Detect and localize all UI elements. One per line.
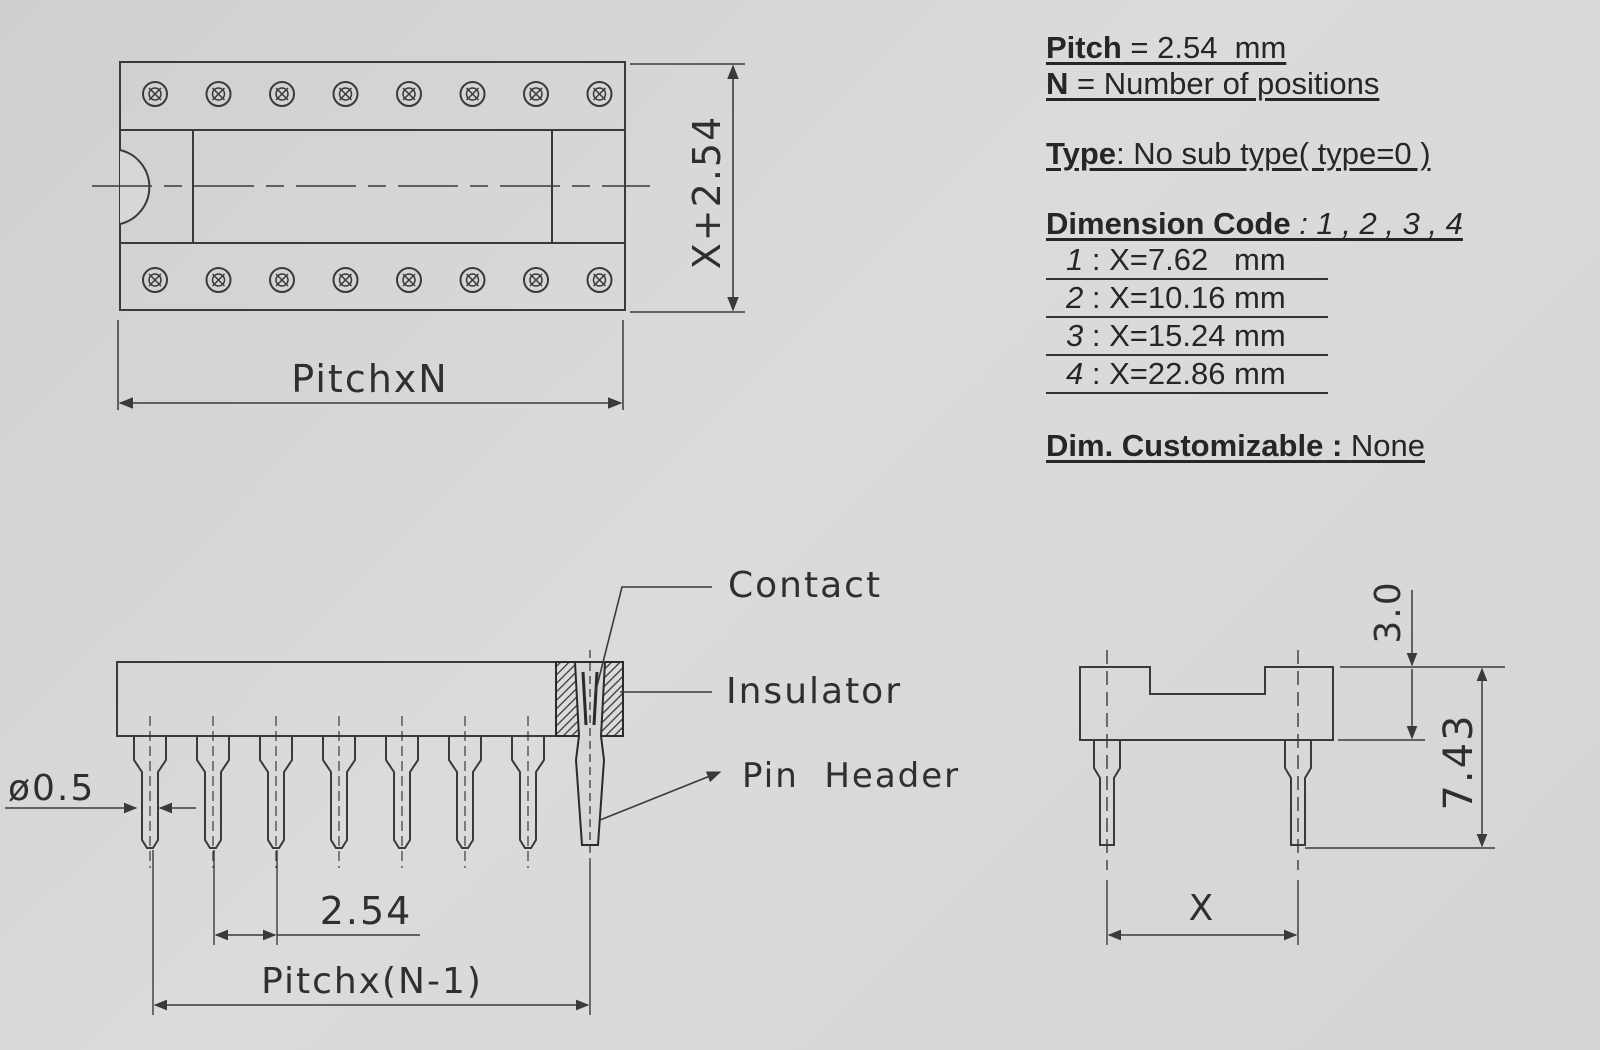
dimension-option-number: 2 <box>1066 280 1084 315</box>
top-view <box>92 61 745 410</box>
contact-hole <box>205 81 232 107</box>
side-view <box>5 586 722 1015</box>
type-row: Type: No sub type( type=0 ) <box>1046 136 1566 172</box>
insulator-body <box>116 661 624 737</box>
pitch-2-54-label: 2.54 <box>320 889 413 933</box>
orientation-notch <box>119 149 151 225</box>
contact-hole <box>586 81 613 107</box>
contact-hole <box>205 267 232 293</box>
pitch-n-minus-1-label: Pitchx(N-1) <box>261 961 483 1002</box>
spec-panel: Pitch = 2.54 mm N = Number of positions … <box>1046 30 1566 464</box>
pin <box>511 716 545 868</box>
customizable-label: Dim. Customizable <box>1046 428 1324 463</box>
insulator-label: Insulator <box>726 671 902 712</box>
contact-holes-top-row <box>142 81 613 107</box>
pitch-value: = 2.54 mm <box>1121 30 1287 65</box>
pin <box>385 716 419 868</box>
contact-holes-bottom-row <box>142 267 613 293</box>
contact-hole <box>142 81 168 107</box>
dimension-option-text: : X=10.16 mm <box>1083 280 1286 315</box>
pin <box>322 716 356 868</box>
n-label: N <box>1046 66 1069 101</box>
pin <box>133 716 167 868</box>
contact-leader <box>595 586 712 691</box>
end-pin-right <box>1284 740 1312 846</box>
dimension-option-text: : X=22.86 mm <box>1083 356 1286 391</box>
contact-hole <box>459 267 486 293</box>
contact-hole <box>269 267 295 293</box>
n-value: = Number of positions <box>1068 66 1380 101</box>
x-width-label: X <box>1189 888 1216 929</box>
dimension-code-value: : 1 , 2 , 3 , 4 <box>1290 206 1463 241</box>
contact-hole <box>269 81 295 107</box>
pin-header-leader <box>599 771 722 821</box>
dimension-code-row: Dimension Code : 1 , 2 , 3 , 4 <box>1046 206 1566 242</box>
pin <box>196 716 230 868</box>
end-view <box>1079 590 1505 945</box>
dimension-option-number: 1 <box>1066 242 1084 277</box>
dimension-option-number: 4 <box>1066 356 1084 391</box>
x-plus-pitch-label: X+2.54 <box>685 115 729 269</box>
dimension-option-number: 3 <box>1066 318 1084 353</box>
customizable-row: Dim. Customizable : None <box>1046 428 1566 464</box>
dimension-option-1: 1 : X=7.62 mm <box>1046 242 1328 280</box>
pitch-x-n-label: PitchxN <box>291 357 448 401</box>
pitch-label: Pitch <box>1046 30 1122 65</box>
contact-hole <box>523 81 549 107</box>
contact-hole <box>142 267 168 293</box>
end-pin-left <box>1093 740 1121 846</box>
pin <box>259 716 293 868</box>
pin <box>448 716 482 868</box>
pin-row <box>133 716 545 868</box>
pitch-row: Pitch = 2.54 mm <box>1046 30 1566 66</box>
dimension-option-3: 3 : X=15.24 mm <box>1046 318 1328 356</box>
contact-section <box>573 661 607 846</box>
customizable-sep: : <box>1323 428 1351 463</box>
diameter-label: ø0.5 <box>8 768 95 809</box>
type-value: : No sub type( type=0 ) <box>1116 136 1431 171</box>
pin-header-label: Pin Header <box>742 756 960 796</box>
dimension-option-text: : X=15.24 mm <box>1083 318 1286 353</box>
end-body <box>1079 666 1334 741</box>
contact-hole <box>586 267 613 293</box>
contact-hole <box>396 267 422 293</box>
height-7-43-label: 7.43 <box>1436 713 1482 810</box>
contact-hole <box>332 81 359 107</box>
type-label: Type <box>1046 136 1117 171</box>
n-row: N = Number of positions <box>1046 66 1566 102</box>
contact-hole <box>332 267 359 293</box>
contact-hole <box>459 81 486 107</box>
dimension-option-4: 4 : X=22.86 mm <box>1046 356 1328 394</box>
dimension-code-label: Dimension Code <box>1046 206 1291 241</box>
customizable-value: None <box>1350 428 1425 463</box>
contact-label: Contact <box>728 565 882 606</box>
contact-hole <box>396 81 422 107</box>
height-3-0-label: 3.0 <box>1368 580 1409 643</box>
contact-hole <box>523 267 549 293</box>
dimension-option-2: 2 : X=10.16 mm <box>1046 280 1328 318</box>
dimension-option-text: : X=7.62 mm <box>1083 242 1286 277</box>
